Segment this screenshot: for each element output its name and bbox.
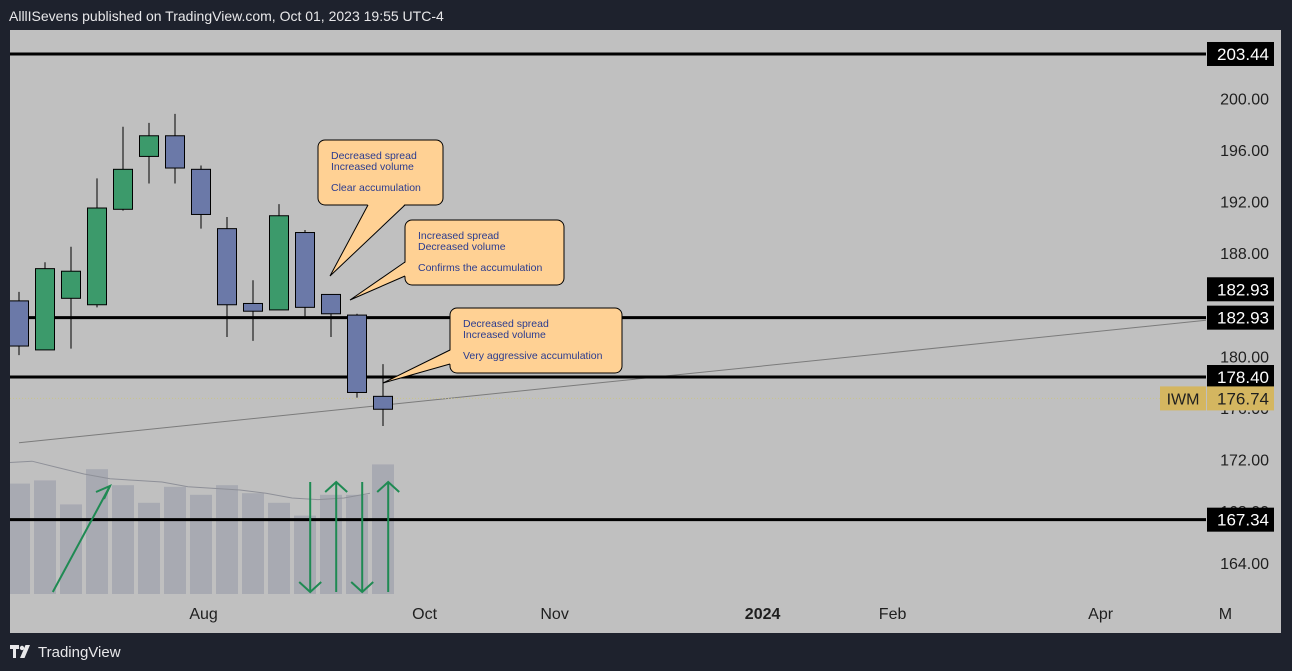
- ticker-label: IWM: [1167, 391, 1200, 408]
- volume-bar: [190, 494, 212, 594]
- x-tick-label: Oct: [412, 606, 437, 623]
- level-price-tag: [1207, 41, 1274, 66]
- down-candle: [347, 314, 367, 393]
- volume-bar: [60, 504, 82, 594]
- y-tick-label: 192.00: [1220, 195, 1269, 212]
- down-candle: [243, 302, 263, 312]
- down-candle: [10, 300, 29, 347]
- y-tick-label: 164.00: [1220, 556, 1269, 573]
- level-price-tag-label: 182.93: [1217, 309, 1269, 328]
- annotation-box: [404, 219, 565, 286]
- volume-arrows: [51, 480, 400, 594]
- annotation-pointer-outline: [382, 349, 451, 384]
- volume-bar: [320, 494, 342, 594]
- annotation-pointer-outline: [349, 261, 406, 301]
- down-candle: [165, 135, 185, 169]
- publisher-line: AlllISevens published on TradingView.com…: [9, 8, 444, 24]
- level-price-tag: [1207, 507, 1274, 532]
- volume-bar: [216, 485, 238, 594]
- volume-bar: [10, 483, 30, 594]
- last-price-tag: [1207, 386, 1274, 411]
- footer-brand[interactable]: TradingView: [10, 640, 121, 664]
- annotation-text: Decreased spread: [463, 318, 549, 330]
- annotation-text: Increased spread: [418, 230, 499, 242]
- annotation-text: Very aggressive accumulation: [463, 350, 603, 362]
- volume-arrow-head: [324, 480, 348, 493]
- y-tick-label: 180.00: [1220, 349, 1269, 366]
- annotation-box: [449, 307, 623, 374]
- level-price-tag: [1207, 277, 1274, 302]
- up-candle: [113, 168, 133, 210]
- x-tick-label: Nov: [540, 606, 568, 623]
- y-tick-label: 200.00: [1220, 91, 1269, 108]
- volume-bar: [112, 485, 134, 594]
- level-price-tag: [1207, 305, 1274, 330]
- volume-arrow-head: [298, 581, 322, 594]
- level-price-tag-label: 203.44: [1217, 45, 1269, 64]
- volume-arrow-head: [376, 480, 400, 493]
- time-axis: [10, 595, 1206, 633]
- annotation-text: Increased volume: [463, 329, 546, 341]
- x-tick-label: Feb: [879, 606, 907, 623]
- x-tick-label: M: [1219, 606, 1232, 623]
- down-candle: [321, 293, 341, 315]
- level-price-tag-label: 167.34: [1217, 511, 1269, 530]
- y-tick-label: 172.00: [1220, 453, 1269, 470]
- up-candle: [139, 135, 159, 157]
- annotation-text: Clear accumulation: [331, 182, 421, 194]
- annotation-text: Increased volume: [331, 161, 414, 173]
- down-candle: [217, 228, 237, 306]
- volume-arrow-head: [350, 581, 374, 594]
- footer-brand-label: TradingView: [38, 643, 121, 661]
- annotation-text: Decreased volume: [418, 241, 506, 253]
- ticker-tag: [1160, 386, 1206, 411]
- down-candle: [191, 168, 211, 215]
- y-tick-label: 188.00: [1220, 246, 1269, 263]
- price-axis: [1206, 30, 1281, 633]
- volume-bar: [268, 502, 290, 594]
- trendline: [18, 319, 1206, 444]
- volume-bar: [34, 480, 56, 594]
- volume-bar: [164, 486, 186, 594]
- volume-arrow-up: [51, 485, 111, 593]
- up-candle: [87, 207, 107, 306]
- level-price-tag: [1207, 364, 1274, 389]
- volume-bar: [294, 515, 316, 594]
- volume-bar: [138, 502, 160, 594]
- annotation-text: Decreased spread: [331, 150, 417, 162]
- y-tick-label: 196.00: [1220, 143, 1269, 160]
- tradingview-logo-icon: [10, 645, 30, 658]
- volume-bar: [242, 493, 264, 594]
- last-price-label: 176.74: [1217, 389, 1269, 408]
- down-candle: [373, 395, 393, 410]
- level-price-tag-label: 178.40: [1217, 368, 1269, 387]
- x-tick-label: Aug: [189, 606, 217, 623]
- volume-bar: [346, 494, 368, 594]
- x-tick-label: Apr: [1088, 606, 1114, 623]
- up-candle: [35, 268, 55, 351]
- down-candle: [295, 232, 315, 308]
- x-tick-label: 2024: [745, 606, 781, 623]
- up-candle: [61, 270, 81, 299]
- volume-arrow-head: [95, 484, 112, 500]
- level-price-tag-label: 182.93: [1217, 280, 1269, 299]
- up-candle: [269, 215, 289, 311]
- annotation-text: Confirms the accumulation: [418, 262, 542, 274]
- annotation-pointer-outline: [329, 204, 406, 277]
